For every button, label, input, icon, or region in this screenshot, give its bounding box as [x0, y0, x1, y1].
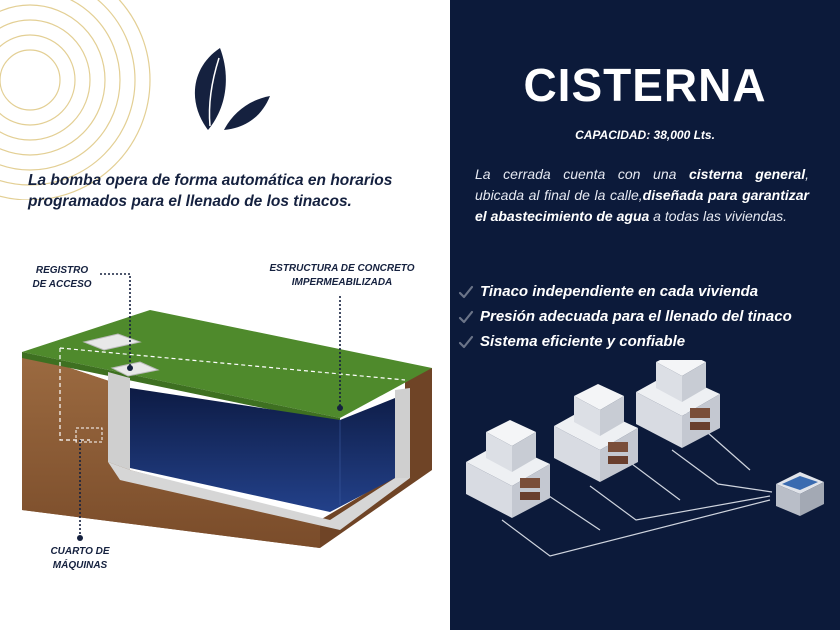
description-bold-2: diseñada para garantizar el abastecimien… [475, 187, 809, 224]
callout-estructura-line-1: ESTRUCTURA DE CONCRETO [269, 263, 415, 274]
description-part-1: La cerrada cuenta con una [475, 166, 689, 182]
house-3 [636, 360, 720, 448]
page-title: CISTERNA [523, 59, 767, 111]
capacity-label: CAPACIDAD: 38,000 Lts. [575, 128, 715, 142]
cistern-box [776, 472, 824, 516]
house-2 [554, 384, 638, 482]
callout-cuarto-line-1: CUARTO DE [50, 546, 110, 557]
callout-estructura: ESTRUCTURA DE CONCRETO IMPERMEABILIZADA [254, 262, 430, 290]
description-part-3: a todas las viviendas. [649, 208, 788, 224]
callout-registro-line-1: REGISTRO [35, 265, 89, 276]
feature-label: Tinaco independiente en cada vivienda [480, 283, 759, 300]
callout-estructura-line-2: IMPERMEABILIZADA [291, 277, 393, 288]
callout-registro-acceso: REGISTRO DE ACCESO [22, 264, 102, 292]
feature-item: Presión adecuada para el llenado del tin… [458, 304, 838, 329]
callout-cuarto-maquinas: CUARTO DE MÁQUINAS [30, 545, 130, 573]
feature-label: Presión adecuada para el llenado del tin… [480, 308, 792, 325]
intro-line-1: La bomba opera de forma automática en ho… [28, 172, 393, 189]
decorative-rings [0, 0, 151, 200]
callout-cuarto-line-2: MÁQUINAS [52, 560, 108, 571]
description-bold-1: cisterna general [689, 166, 806, 182]
intro-text: La bomba opera de forma automática en ho… [28, 170, 438, 212]
check-icon [458, 310, 474, 323]
description-part-2: , ubicada al final de la calle, [475, 166, 809, 203]
house-1 [466, 420, 550, 518]
callout-registro-line-2: DE ACCESO [32, 279, 92, 290]
feature-item: Tinaco independiente en cada vivienda [458, 279, 838, 304]
right-panel: CISTERNA CAPACIDAD: 38,000 Lts. La cerra… [450, 0, 840, 630]
description-paragraph: La cerrada cuenta con una cisterna gener… [475, 164, 809, 227]
feature-label: Sistema eficiente y confiable [480, 333, 686, 350]
intro-line-2: programados para el llenado de los tinac… [28, 193, 352, 210]
leaf-logo-icon [194, 48, 270, 130]
cistern-illustration [22, 273, 432, 548]
check-icon [458, 335, 474, 348]
feature-list: Tinaco independiente en cada vivienda Pr… [458, 279, 838, 354]
left-panel: La bomba opera de forma automática en ho… [0, 0, 438, 573]
check-icon [458, 285, 474, 298]
feature-item: Sistema eficiente y confiable [458, 329, 838, 354]
houses-illustration [466, 360, 824, 557]
